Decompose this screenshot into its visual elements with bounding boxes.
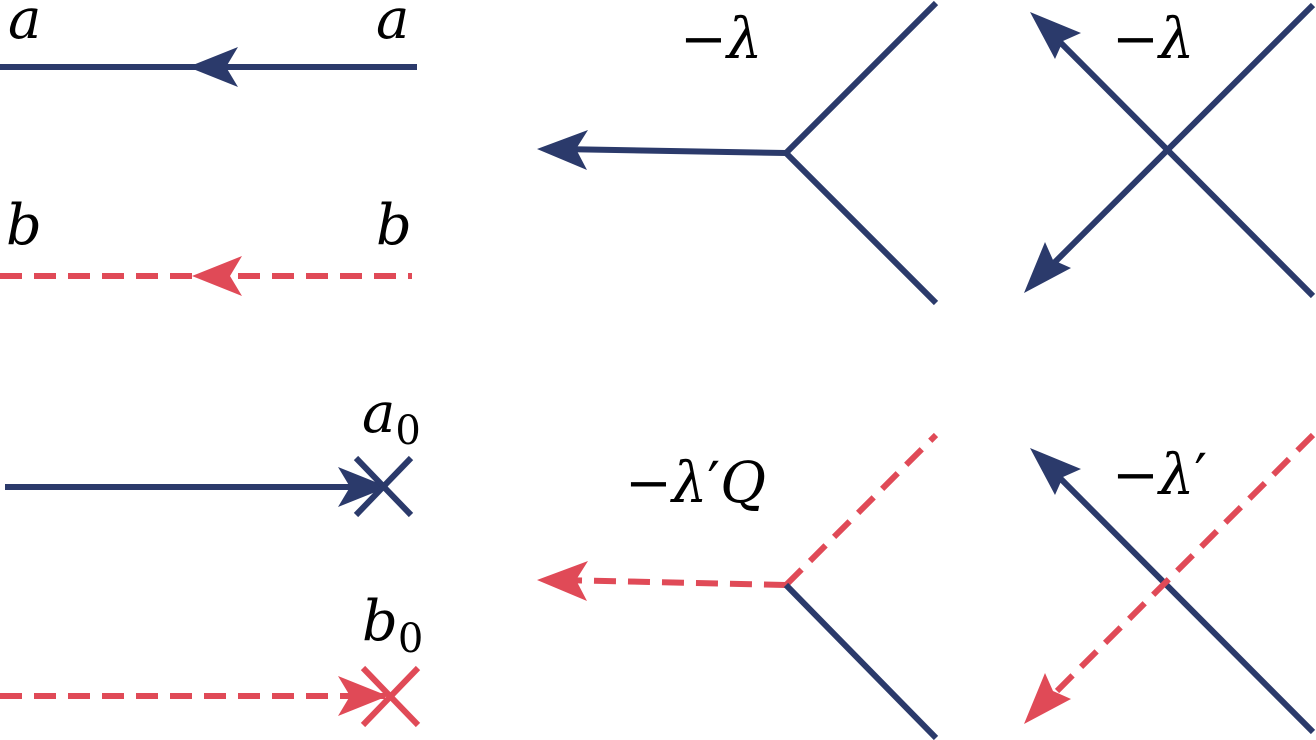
vertex-quartic-arrow-down-icon	[1024, 242, 1071, 293]
vertex-mixed-quartic-solid-line	[1042, 460, 1316, 735]
vertex-mixed-cubic-upper-leg	[783, 432, 939, 588]
vertex-cubic-out-line	[559, 146, 787, 156]
vertex-mixed-quartic-arrow-up-icon	[1030, 448, 1081, 495]
source-a0-arrow-icon	[338, 467, 388, 507]
vertex-cubic-upper-leg	[783, 0, 939, 156]
propagator-a-arrow-icon	[188, 47, 238, 87]
source-b0: b0	[0, 589, 423, 728]
vertex-mixed-cubic: −λ′Q	[537, 432, 939, 740]
vertex-cubic-arrow-icon	[537, 130, 588, 170]
vertex-quartic-line-2	[1042, 2, 1316, 275]
propagator-b: b b	[0, 193, 412, 296]
propagator-a: a a	[0, 0, 417, 87]
vertex-mixed-quartic-arrow-down-icon	[1024, 673, 1071, 724]
vertex-mixed-cubic-lower-leg	[783, 582, 939, 740]
source-b0-label: b0	[362, 589, 423, 662]
vertex-cubic: −λ	[537, 0, 939, 306]
source-a0-cross-icon	[353, 455, 414, 518]
vertex-quartic-line-1	[1042, 24, 1316, 299]
source-b0-cross-icon	[360, 665, 421, 728]
vertex-quartic: −λ	[1024, 2, 1316, 299]
source-b0-arrow-icon	[338, 676, 388, 716]
vertex-mixed-quartic-dashed-line	[1042, 432, 1316, 706]
vertex-mixed-cubic-label: −λ′Q	[625, 451, 766, 516]
source-a0-label: a0	[362, 381, 421, 454]
vertex-mixed-quartic-label: −λ′	[1112, 443, 1207, 508]
vertex-quartic-arrow-up-icon	[1030, 12, 1081, 59]
propagator-a-right-label: a	[376, 0, 409, 52]
vertex-quartic-label: −λ	[1112, 7, 1194, 72]
vertex-mixed-quartic: −λ′	[1024, 432, 1316, 735]
vertex-cubic-label: −λ	[680, 7, 762, 72]
propagator-b-right-label: b	[376, 193, 412, 258]
vertex-mixed-cubic-arrow-icon	[537, 561, 588, 601]
vertex-mixed-cubic-out-line	[559, 577, 787, 588]
source-a0: a0	[5, 381, 421, 518]
vertex-cubic-lower-leg	[783, 150, 939, 306]
propagator-a-left-label: a	[8, 0, 41, 52]
propagator-b-left-label: b	[6, 193, 42, 258]
propagator-b-arrow-icon	[192, 256, 242, 296]
